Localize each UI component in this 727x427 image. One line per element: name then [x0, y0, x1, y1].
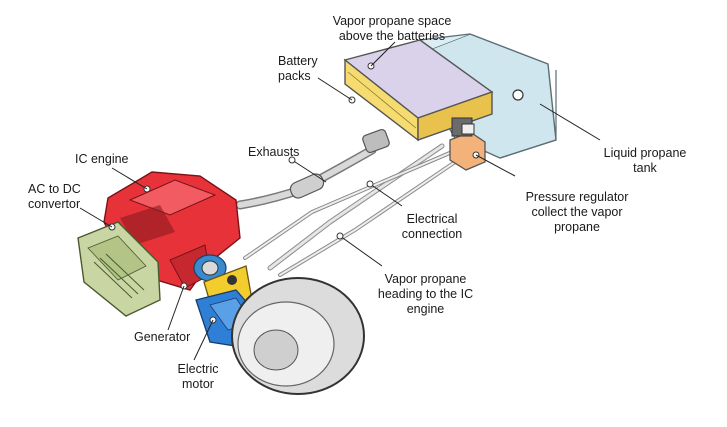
leader-lines: [79, 41, 601, 361]
label-battery-packs: Battery packs: [278, 54, 318, 83]
wheel: [231, 277, 365, 395]
battery-pack: [343, 39, 494, 142]
pressure-regulator: [449, 117, 486, 171]
label-electrical-connection: Electrical connection: [401, 212, 463, 241]
label-exhausts: Exhausts: [248, 145, 300, 159]
label-electric-motor: Electric motor: [177, 362, 219, 391]
label-pressure-regulator: Pressure regulator collect the vapor pro…: [525, 190, 629, 234]
label-ic-engine: IC engine: [75, 152, 129, 166]
exhaust-muffler: [289, 128, 390, 199]
label-ac-to-dc-convertor: AC to DC convertor: [28, 182, 81, 211]
label-vapor-propane-space: Vapor propane space above the batteries: [332, 14, 452, 43]
leader-dots: [288, 156, 374, 240]
ac-dc-convertor: [77, 221, 161, 317]
label-vapor-propane-heading: Vapor propane heading to the IC engine: [377, 272, 474, 316]
label-generator: Generator: [134, 330, 191, 344]
label-liquid-propane-tank: Liquid propane tank: [603, 146, 687, 175]
pipes-and-wires: [235, 143, 460, 277]
